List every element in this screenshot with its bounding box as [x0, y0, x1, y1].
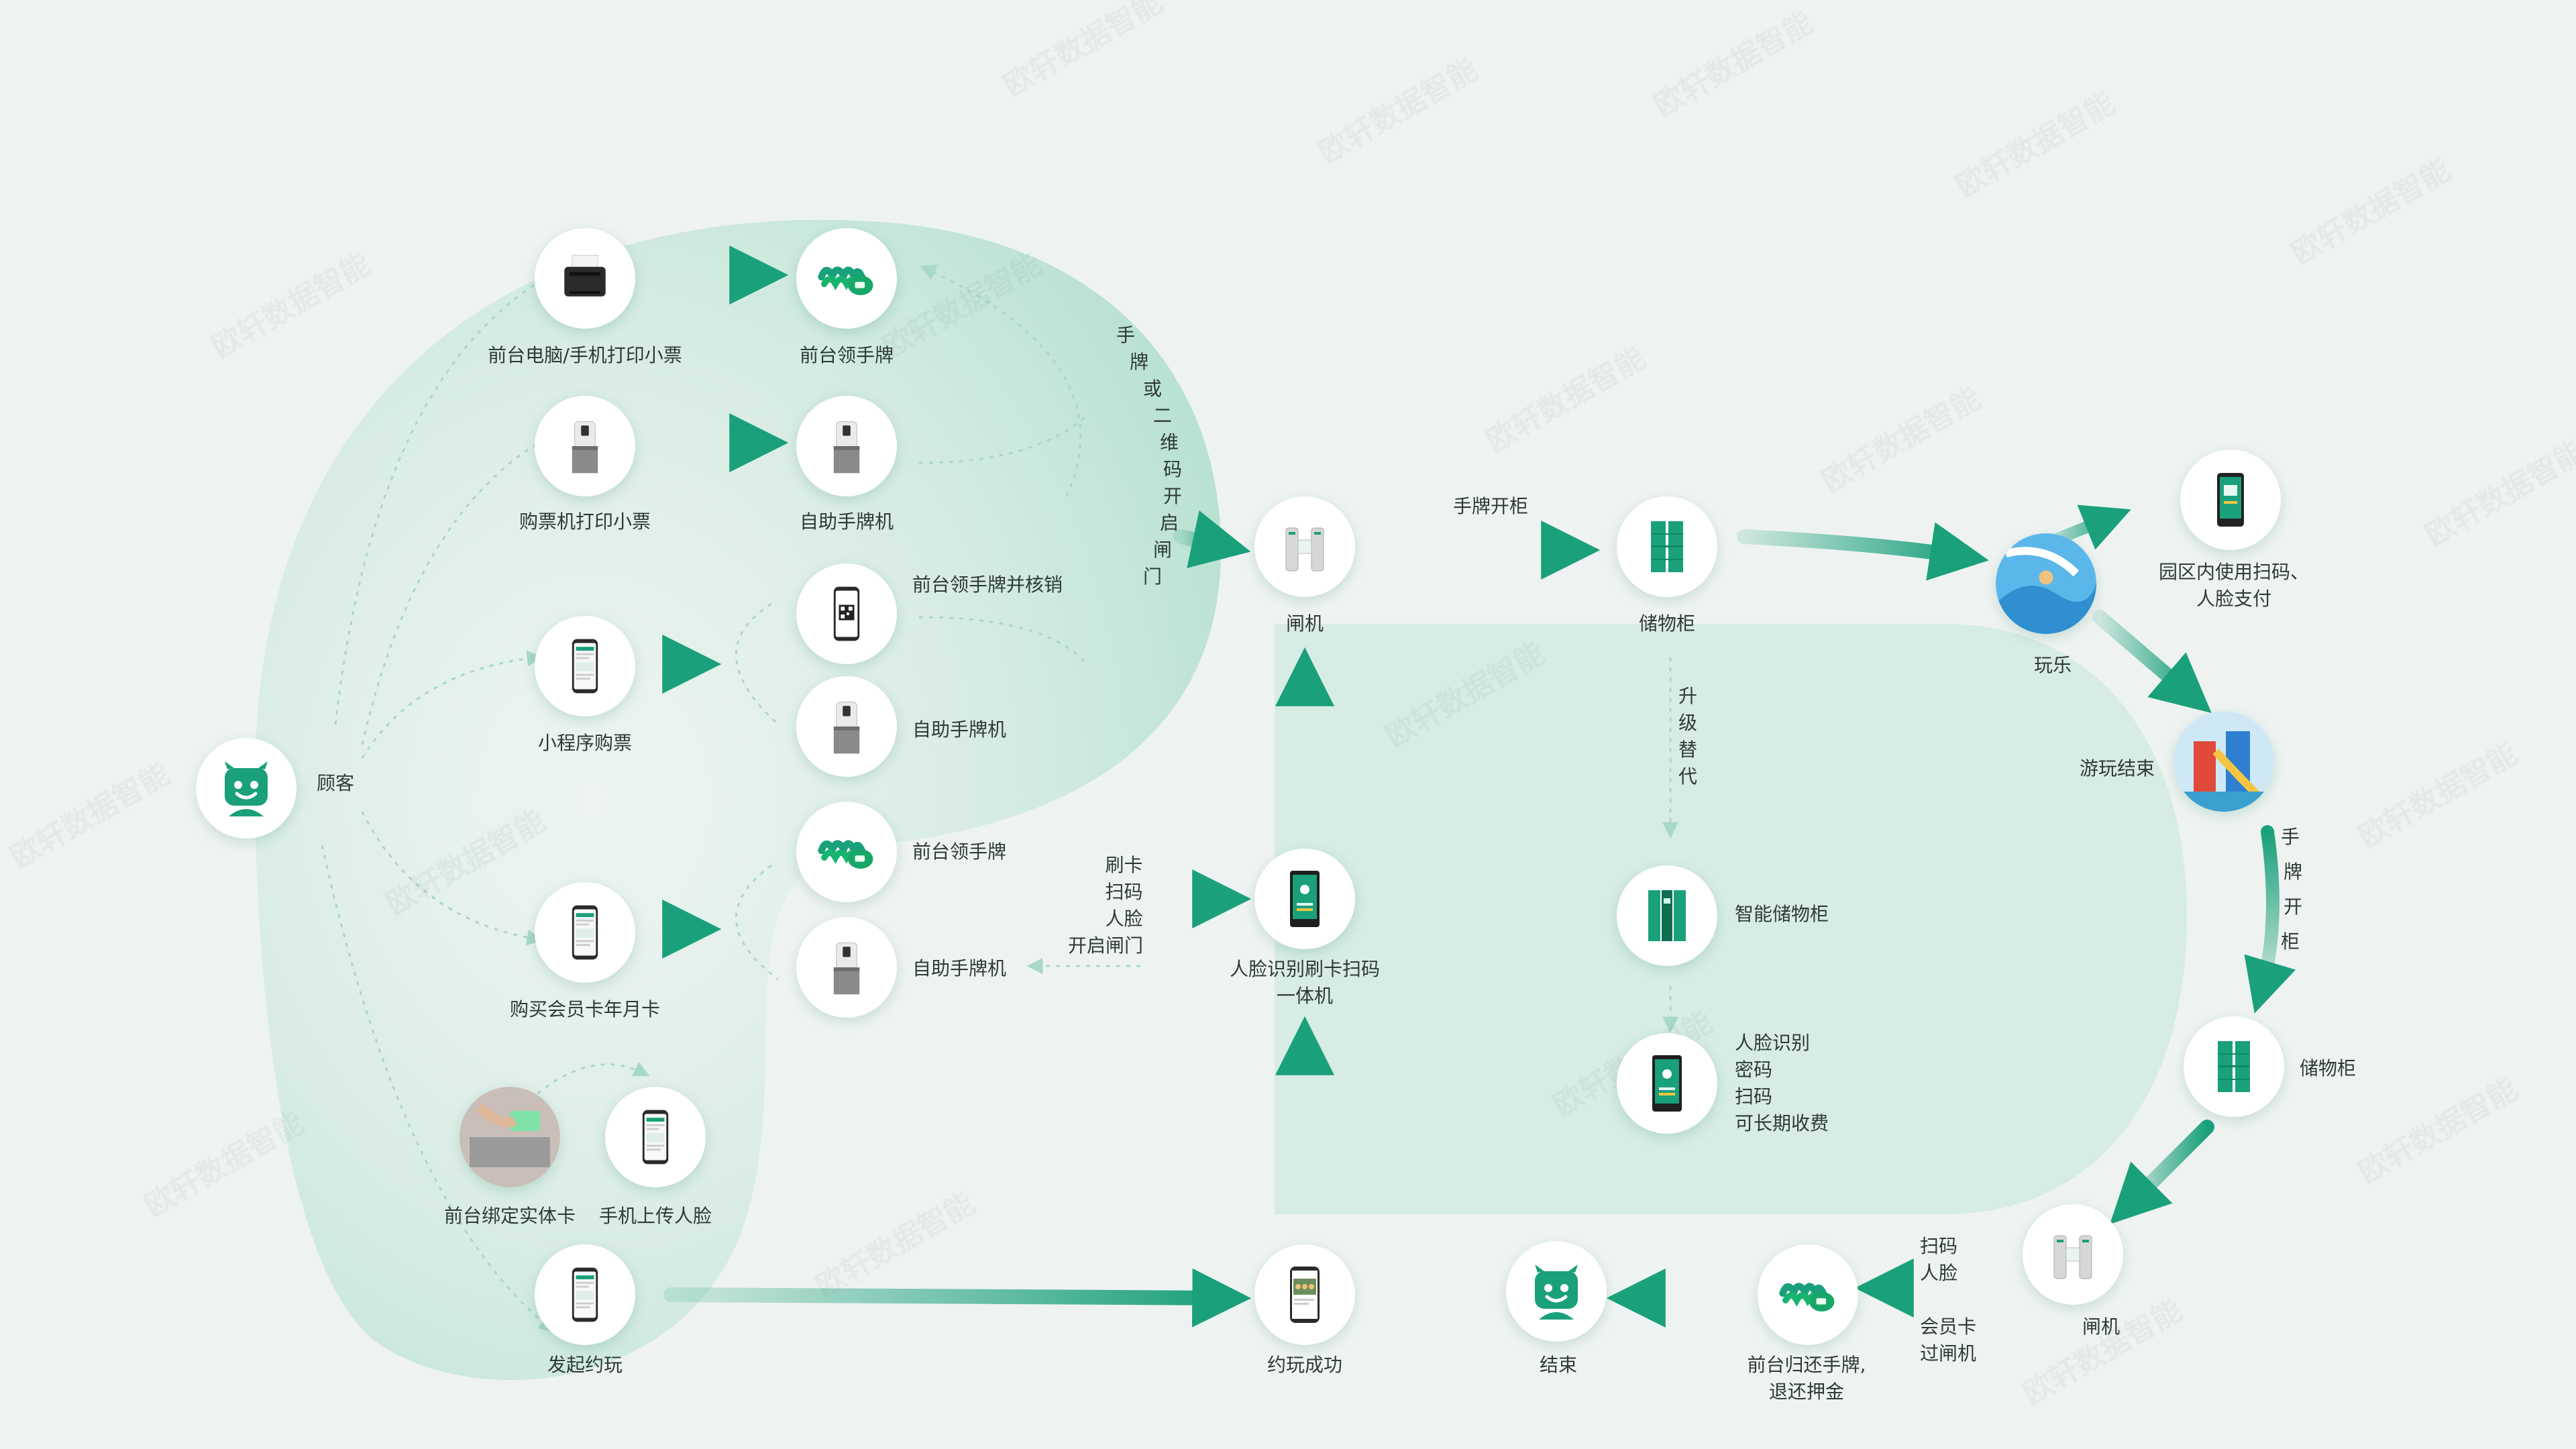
receipt-printer-icon — [553, 246, 617, 311]
invite-success-label: 约玩成功 — [1267, 1354, 1343, 1376]
kiosk-icon — [814, 935, 879, 1000]
front-wristband-node — [796, 228, 897, 329]
smart-locker-label: 智能储物柜 — [1735, 903, 1829, 925]
member-card-label: 购买会员卡年月卡 — [509, 998, 661, 1020]
phone-app-icon — [553, 900, 617, 965]
kiosk-icon — [814, 414, 879, 478]
locker-node-2 — [2184, 1016, 2284, 1117]
front-verify-node — [796, 564, 897, 664]
locker-features-label: 人脸识别 密码 扫码 可长期收费 — [1735, 1032, 1829, 1134]
smart-locker-icon — [1633, 882, 1701, 949]
kiosk-icon — [553, 414, 617, 478]
park-payment-node — [2180, 449, 2281, 550]
edge-label-wristband-locker: 手牌开柜 — [1452, 495, 1529, 517]
park-payment-label: 园区内使用扫码、 人脸支付 — [2158, 561, 2310, 610]
edge-label-exit-scan: 扫码 人脸 — [1920, 1235, 1958, 1284]
turnstile-gate-icon — [1271, 513, 1338, 580]
locker-label: 储物柜 — [1638, 612, 1696, 635]
phone-app-icon — [553, 634, 617, 698]
ticket-kiosk-label: 购票机打印小票 — [519, 511, 651, 533]
phone-qr-icon — [814, 582, 879, 646]
smiley-face-icon — [213, 755, 280, 822]
locker-icon — [1633, 513, 1701, 580]
phone-app-icon — [623, 1105, 688, 1169]
smiley-face-icon — [1523, 1258, 1590, 1325]
play-node — [1996, 533, 2096, 634]
end-node — [1506, 1241, 1607, 1342]
ticket-kiosk-node — [535, 396, 635, 496]
invite-label: 发起约玩 — [547, 1354, 623, 1376]
face-terminal-node — [1254, 849, 1355, 949]
upload-face-label: 手机上传人脸 — [598, 1205, 712, 1227]
edge-label-exit-card: 会员卡 过闸机 — [1920, 1316, 1977, 1364]
invite-success-node — [1254, 1244, 1355, 1345]
gate-label: 闸机 — [1285, 612, 1324, 635]
self-kiosk-label-3: 自助手牌机 — [912, 957, 1007, 979]
invite-node — [535, 1244, 635, 1345]
dotted-connectors — [321, 265, 1678, 1333]
group-photo-phone-icon — [1271, 1261, 1338, 1328]
smart-locker-node — [1617, 865, 1717, 966]
play-end-label: 游玩结束 — [2080, 757, 2155, 780]
edge-label-open-gate: 手 牌 或 二 维 码 开 启 闸 门 — [1116, 324, 1183, 588]
turnstile-gate-icon — [2039, 1221, 2106, 1288]
kiosk-icon — [814, 694, 879, 759]
front-wristband-label: 前台领手牌 — [799, 344, 894, 366]
smart-locker-terminal-node — [1617, 1033, 1717, 1134]
face-terminal-icon — [1271, 865, 1338, 932]
locker-label-2: 储物柜 — [2300, 1057, 2357, 1079]
play-label: 玩乐 — [2033, 654, 2072, 676]
upload-face-node — [605, 1087, 706, 1187]
return-wristband-label: 前台归还手牌, 退还押金 — [1747, 1354, 1866, 1403]
solid-arrows — [637, 246, 2296, 1328]
wristband-icon — [1773, 1260, 1843, 1330]
printer-node — [535, 228, 635, 329]
front-wristband-node-2 — [796, 802, 897, 902]
locker-region — [1275, 624, 2187, 1214]
customer-node — [196, 738, 297, 839]
end-label: 结束 — [1539, 1354, 1578, 1376]
face-terminal-icon — [1633, 1050, 1701, 1117]
edge-label-swipe: 刷卡 扫码 人脸 开启闸门 — [1068, 854, 1144, 957]
self-kiosk-node-2 — [796, 676, 897, 777]
bind-card-label: 前台绑定实体卡 — [443, 1205, 576, 1227]
member-card-node — [535, 882, 635, 983]
payment-device-icon — [2197, 466, 2264, 533]
water-park-photo-icon — [2174, 711, 2274, 812]
self-kiosk-node — [796, 396, 897, 496]
gate-node-2 — [2023, 1204, 2123, 1305]
face-terminal-label: 人脸识别刷卡扫码 一体机 — [1229, 958, 1381, 1007]
edge-label-upgrade: 升 级 替 代 — [1678, 685, 1698, 788]
printer-label: 前台电脑/手机打印小票 — [488, 344, 682, 366]
wristband-icon — [812, 244, 881, 313]
customer-label: 顾客 — [317, 772, 355, 794]
front-verify-label: 前台领手牌并核销 — [912, 574, 1063, 596]
edge-label-wristband-open: 手 牌 开 柜 — [2281, 826, 2303, 953]
wristband-icon — [812, 817, 881, 887]
card-laptop-photo-icon — [460, 1087, 560, 1187]
gate-node — [1254, 496, 1355, 597]
self-kiosk-label-2: 自助手牌机 — [912, 718, 1007, 741]
bind-card-node — [460, 1087, 560, 1187]
return-wristband-node — [1758, 1244, 1858, 1345]
self-kiosk-label: 自助手牌机 — [799, 511, 894, 533]
locker-node — [1617, 496, 1717, 597]
self-kiosk-node-3 — [796, 917, 897, 1018]
locker-icon — [2200, 1033, 2267, 1100]
gate-label-2: 闸机 — [2082, 1316, 2121, 1338]
miniprogram-node — [535, 616, 635, 716]
miniprogram-label: 小程序购票 — [537, 732, 633, 754]
front-wristband-label-2: 前台领手牌 — [912, 841, 1007, 863]
phone-app-icon — [553, 1263, 617, 1327]
water-slide-photo-icon — [1996, 533, 2096, 634]
play-end-node — [2174, 711, 2274, 812]
